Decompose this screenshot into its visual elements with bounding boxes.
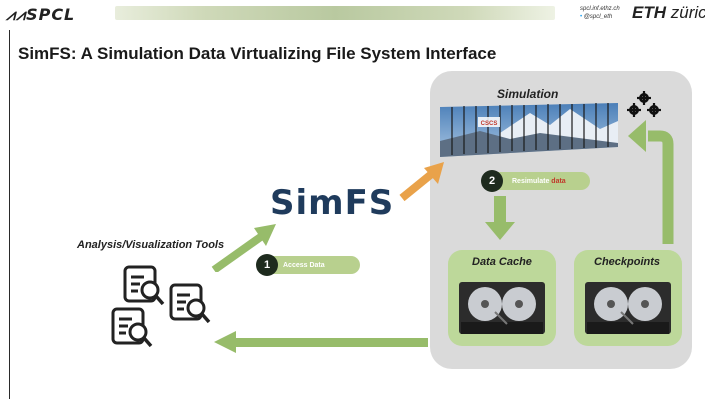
- step-2-pill: [488, 172, 590, 190]
- checkpoints-label: Checkpoints: [594, 256, 661, 268]
- arrow-tools-to-simfs: [211, 224, 276, 272]
- step-2-badge: 2: [481, 170, 503, 192]
- left-border-line: [9, 30, 10, 399]
- arrow-simulation-to-cache: [485, 196, 515, 240]
- cscs-logo-text: CSCS: [481, 121, 498, 127]
- step-1-pill: [264, 256, 360, 274]
- contact-info: spcl.inf.ethz.ch • @spcl_eth: [580, 5, 620, 21]
- hard-drives-icon: [459, 282, 545, 334]
- arrow-data-to-tools: [214, 331, 428, 353]
- arrow-checkpoints-to-simulation: [628, 120, 674, 244]
- twitter-handle: • @spcl_eth: [580, 14, 613, 20]
- step-1-text: Access Data: [283, 262, 325, 269]
- supercomputer-image: CSCS: [440, 103, 618, 157]
- step-2-text: Resimulate data: [512, 178, 566, 185]
- slide-title: SimFS: A Simulation Data Virtualizing Fi…: [18, 44, 497, 63]
- gears-icon: [627, 91, 661, 117]
- eth-logo: ETH zürich: [632, 3, 705, 22]
- spcl-logo: ⩘⩘SPCL: [6, 5, 75, 25]
- analysis-tools-label: Analysis/Visualization Tools: [77, 239, 225, 251]
- hard-drives-icon: [585, 282, 671, 334]
- top-banner: ⩘⩘SPCL spcl.inf.ethz.ch • @spcl_eth ETH …: [0, 0, 705, 28]
- simulation-label: Simulation: [497, 87, 559, 101]
- data-cache-label: Data Cache: [472, 256, 532, 268]
- simfs-logo: SimFS: [270, 183, 395, 223]
- step-1-badge: 1: [256, 254, 278, 276]
- website-text: spcl.inf.ethz.ch: [580, 6, 620, 12]
- mountain-logo-icon: ⩘⩘: [6, 5, 27, 24]
- document-search-icon: [123, 265, 165, 306]
- document-search-icon: [111, 307, 153, 348]
- document-search-icon: [169, 283, 211, 324]
- twitter-icon: •: [580, 14, 583, 20]
- mountain-banner-image: [115, 6, 555, 20]
- spcl-logo-text: SPCL: [26, 5, 76, 24]
- arrow-simfs-to-simulation: [399, 162, 444, 202]
